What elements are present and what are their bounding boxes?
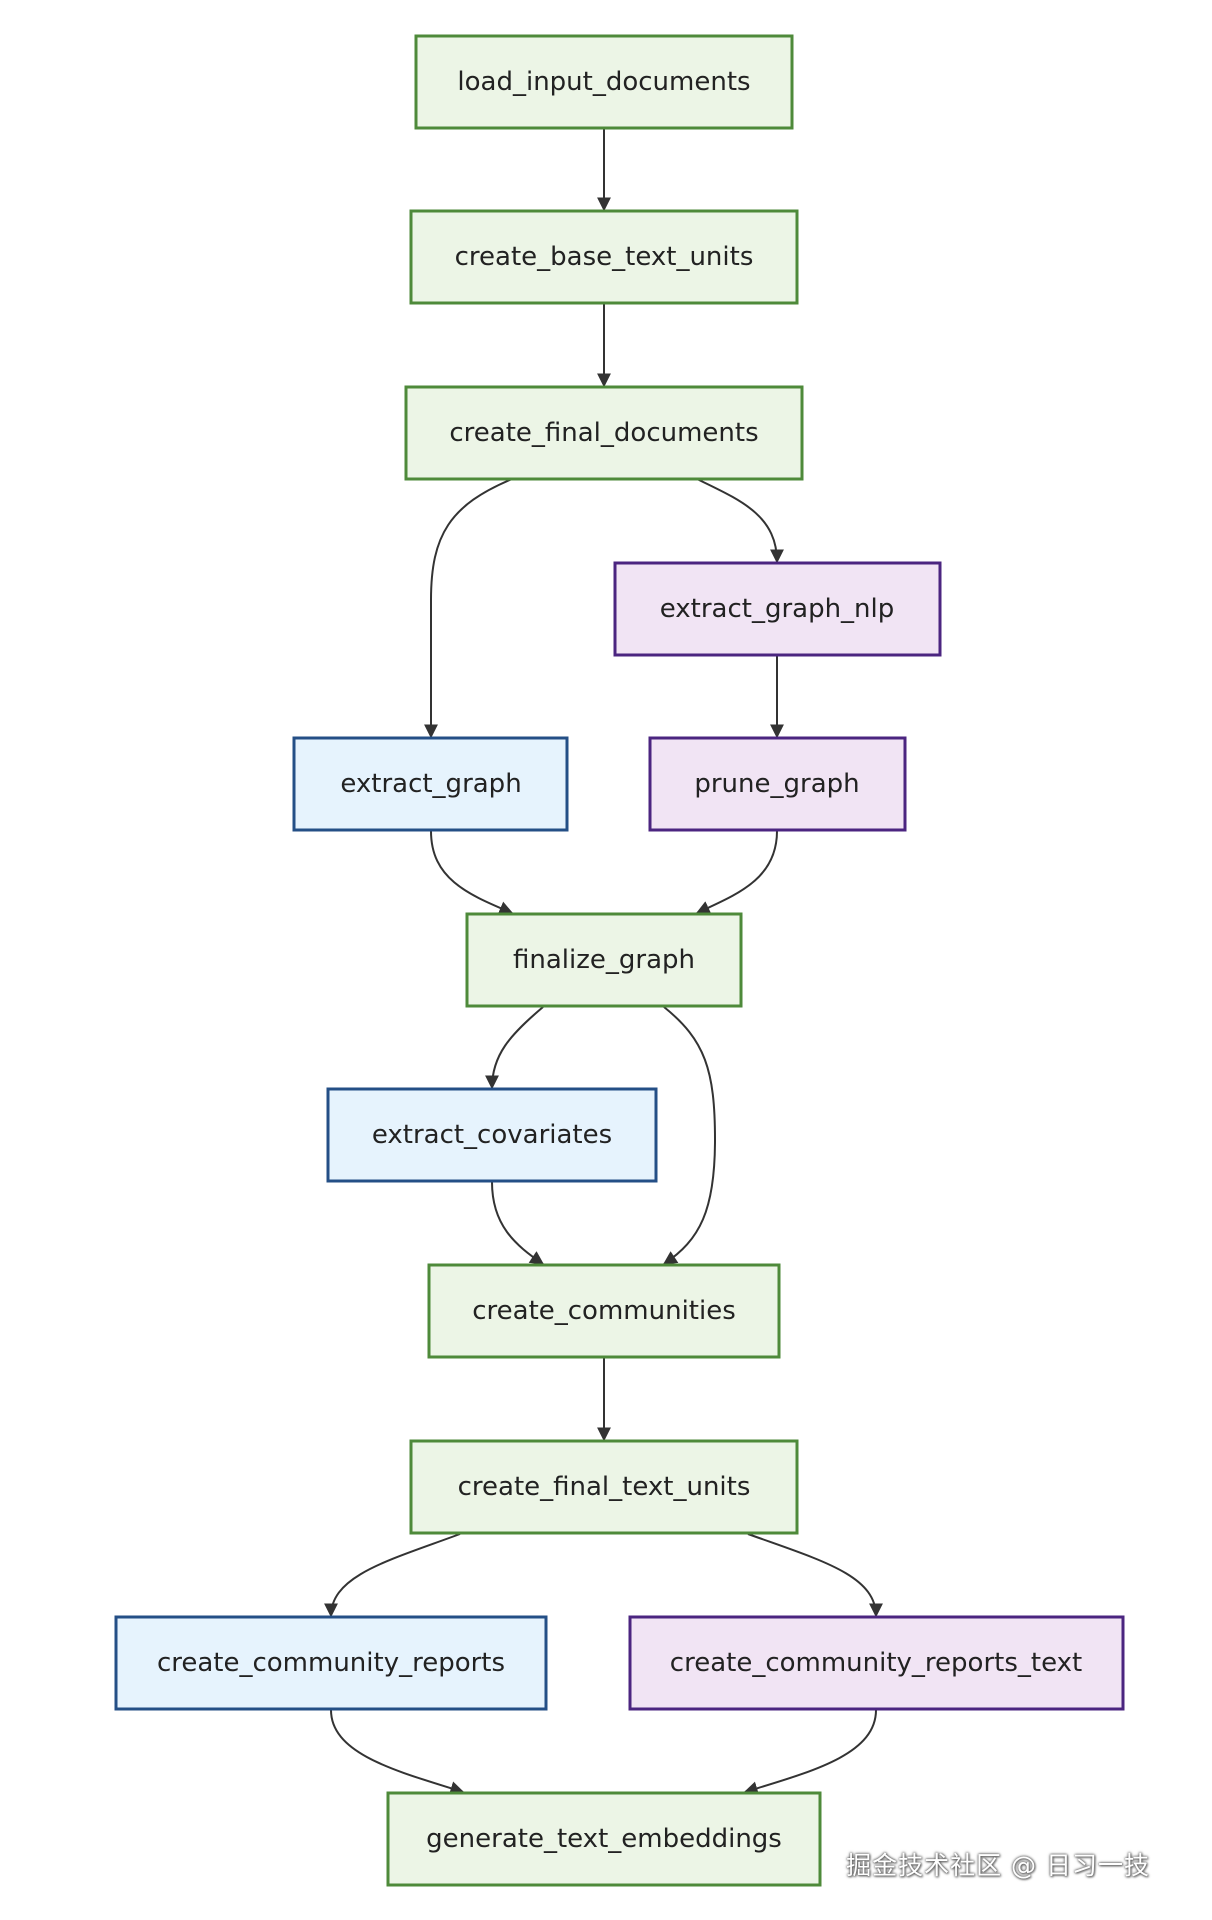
node-create-final-documents: create_final_documents xyxy=(404,385,804,481)
edge-covariates-to-communities xyxy=(491,1181,545,1265)
node-extract-covariates: extract_covariates xyxy=(326,1087,658,1183)
node-create-base-text-units: create_base_text_units xyxy=(409,209,799,305)
node-create-community-reports-text: create_community_reports_text xyxy=(628,1615,1125,1711)
node-create-final-text-units: create_final_text_units xyxy=(409,1439,799,1535)
node-label: load_input_documents xyxy=(457,67,750,97)
node-label: generate_text_embeddings xyxy=(426,1824,782,1854)
edge-final-text-units-to-reports xyxy=(324,1533,461,1618)
edge-final-docs-to-extract-graph xyxy=(424,478,513,739)
node-finalize-graph: finalize_graph xyxy=(465,912,743,1008)
node-label: extract_graph_nlp xyxy=(660,594,895,624)
node-label: prune_graph xyxy=(694,769,859,799)
edge-final-docs-to-extract-graph-nlp xyxy=(696,478,784,564)
watermark: 掘金技术社区 @ 日习一技 xyxy=(846,1851,1150,1880)
node-generate-text-embeddings: generate_text_embeddings xyxy=(386,1791,822,1887)
node-label: create_community_reports_text xyxy=(670,1648,1082,1678)
node-label: finalize_graph xyxy=(513,945,695,975)
node-create-communities: create_communities xyxy=(427,1263,781,1359)
edge-reports-to-embeddings xyxy=(330,1709,465,1795)
edge-prune-to-finalize xyxy=(695,830,778,914)
edge-final-text-units-to-reports-text xyxy=(747,1533,883,1618)
edge-finalize-to-covariates xyxy=(485,1006,544,1090)
edge-extract-graph-to-finalize xyxy=(430,830,514,915)
node-label: extract_covariates xyxy=(372,1120,612,1150)
edge-finalize-to-communities xyxy=(662,1006,717,1265)
node-label: create_base_text_units xyxy=(455,242,754,272)
edges xyxy=(324,128,883,1795)
node-extract-graph-nlp: extract_graph_nlp xyxy=(613,561,942,657)
node-prune-graph: prune_graph xyxy=(648,736,907,832)
node-label: create_communities xyxy=(472,1296,736,1326)
node-label: extract_graph xyxy=(340,769,521,799)
node-label: create_final_text_units xyxy=(458,1472,751,1502)
node-create-community-reports: create_community_reports xyxy=(114,1615,548,1711)
node-label: create_community_reports xyxy=(157,1648,505,1678)
node-label: create_final_documents xyxy=(449,418,758,448)
node-load-input-documents: load_input_documents xyxy=(414,34,794,130)
node-extract-graph: extract_graph xyxy=(292,736,569,832)
edge-reports-text-to-embeddings xyxy=(743,1709,877,1795)
